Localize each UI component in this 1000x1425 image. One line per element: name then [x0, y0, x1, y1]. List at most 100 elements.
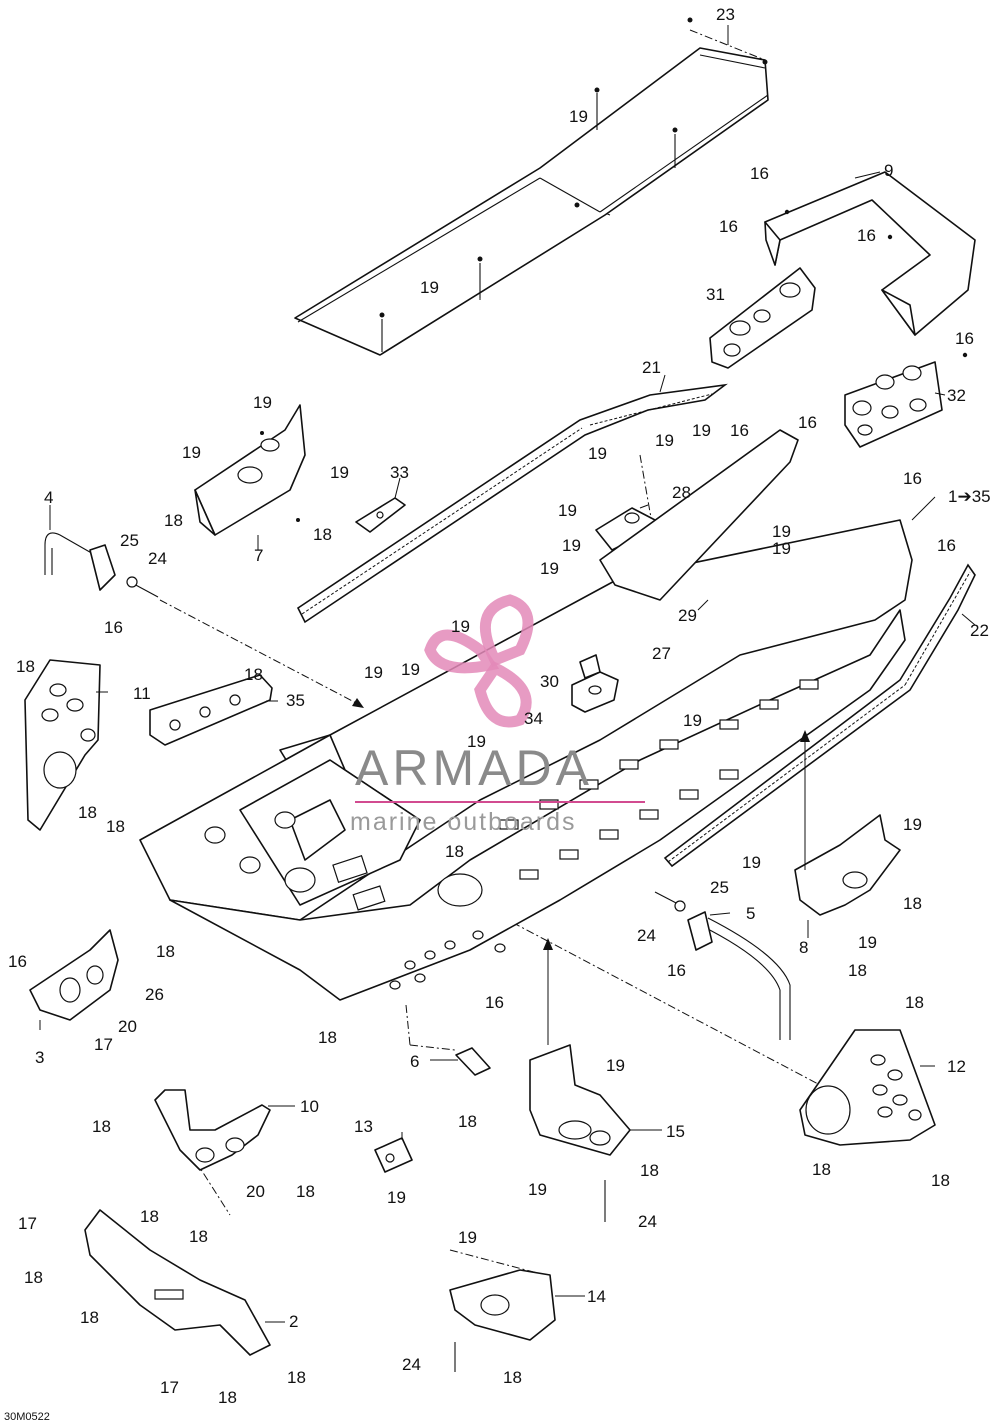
callout-18: 18 [80, 1308, 99, 1327]
callout-26: 26 [145, 985, 164, 1004]
callout-10: 10 [300, 1097, 319, 1116]
callout-17: 17 [18, 1214, 37, 1233]
callout-16: 16 [857, 226, 876, 245]
callout-24: 24 [638, 1212, 657, 1231]
part-9-top-bracket [764, 171, 976, 358]
callout-19: 19 [540, 559, 559, 578]
callout-19: 19 [692, 421, 711, 440]
callout-20: 20 [118, 1017, 137, 1036]
part-10-bracket [154, 1089, 271, 1171]
callout-18: 18 [24, 1268, 43, 1287]
callout-15: 15 [666, 1122, 685, 1141]
callout-18: 18 [106, 817, 125, 836]
callout-24: 24 [148, 549, 167, 568]
callout-21: 21 [642, 358, 661, 377]
callout-19: 19 [528, 1180, 547, 1199]
callout-16: 16 [798, 413, 817, 432]
callout-16: 16 [955, 329, 974, 348]
callout-19: 19 [772, 522, 791, 541]
callout-18: 18 [140, 1207, 159, 1226]
callout-19: 19 [683, 711, 702, 730]
callout-27: 27 [652, 644, 671, 663]
callout-25: 25 [710, 878, 729, 897]
callout-18: 18 [905, 993, 924, 1012]
callout-13: 13 [354, 1117, 373, 1136]
callout-19: 19 [420, 278, 439, 297]
part-3-bracket [29, 929, 119, 1021]
callout-31: 31 [706, 285, 725, 304]
callout-19: 19 [467, 732, 486, 751]
callout-18: 18 [189, 1227, 208, 1246]
callout-16: 16 [104, 618, 123, 637]
callout-23: 23 [716, 5, 735, 24]
callout-16: 16 [719, 217, 738, 236]
callout-1-to-35: 1➔35 [948, 487, 991, 506]
part-15-bracket [529, 1044, 631, 1156]
callout-19: 19 [451, 617, 470, 636]
callout-16: 16 [485, 993, 504, 1012]
callout-18: 18 [931, 1171, 950, 1190]
callout-18: 18 [296, 1182, 315, 1201]
callout-7: 7 [254, 546, 263, 565]
callout-14: 14 [587, 1287, 606, 1306]
callout-18: 18 [164, 511, 183, 530]
part-21-rail [296, 383, 728, 624]
part-31-plate [709, 267, 816, 369]
part-14-bracket [449, 1269, 556, 1341]
callout-2: 2 [289, 1312, 298, 1331]
part-32-plate [844, 361, 943, 448]
callout-18: 18 [78, 803, 97, 822]
callout-18: 18 [812, 1160, 831, 1179]
watermark-brand: ARMADA [355, 740, 593, 796]
callout-18: 18 [318, 1028, 337, 1047]
callout-35: 35 [286, 691, 305, 710]
callout-19: 19 [387, 1188, 406, 1207]
callout-18: 18 [640, 1161, 659, 1180]
callout-16: 16 [730, 421, 749, 440]
part-12-plate [799, 1029, 936, 1146]
part-8-bracket [794, 814, 901, 916]
callout-19: 19 [330, 463, 349, 482]
callout-8: 8 [799, 938, 808, 957]
callout-18: 18 [848, 961, 867, 980]
callout-24: 24 [637, 926, 656, 945]
callout-20: 20 [246, 1182, 265, 1201]
armada-watermark: ARMADA marine outboards [350, 594, 645, 836]
fasteners [126, 576, 686, 1372]
callout-12: 12 [947, 1057, 966, 1076]
part-35-strip [149, 674, 273, 746]
callout-17: 17 [94, 1035, 113, 1054]
callout-18: 18 [445, 842, 464, 861]
callout-18: 18 [287, 1368, 306, 1387]
watermark-tagline: marine outboards [350, 808, 577, 836]
callout-3: 3 [35, 1048, 44, 1067]
callout-32: 32 [947, 386, 966, 405]
callout-22: 22 [970, 621, 989, 640]
callout-9: 9 [884, 161, 893, 180]
callout-4: 4 [44, 488, 53, 507]
callout-19: 19 [606, 1056, 625, 1075]
callout-18: 18 [156, 942, 175, 961]
callout-18: 18 [244, 665, 263, 684]
callout-30: 30 [540, 672, 559, 691]
callout-leaders [39, 25, 976, 1323]
callout-34: 34 [524, 709, 543, 728]
callout-19: 19 [558, 501, 577, 520]
part-7-bracket [194, 404, 306, 536]
part-4-handle [44, 532, 116, 591]
callout-24: 24 [402, 1355, 421, 1374]
callout-19: 19 [562, 536, 581, 555]
callout-19: 19 [772, 539, 791, 558]
part-6-plate [455, 1047, 491, 1076]
part-2-bracket [84, 1209, 271, 1356]
callout-18: 18 [903, 894, 922, 913]
callout-17: 17 [160, 1378, 179, 1397]
callout-6: 6 [410, 1052, 419, 1071]
callout-19: 19 [858, 933, 877, 952]
callout-11: 11 [133, 684, 151, 703]
callout-19: 19 [458, 1228, 477, 1247]
part-22-rail [663, 563, 976, 868]
callout-18: 18 [458, 1112, 477, 1131]
callout-19: 19 [401, 660, 420, 679]
callout-19: 19 [253, 393, 272, 412]
